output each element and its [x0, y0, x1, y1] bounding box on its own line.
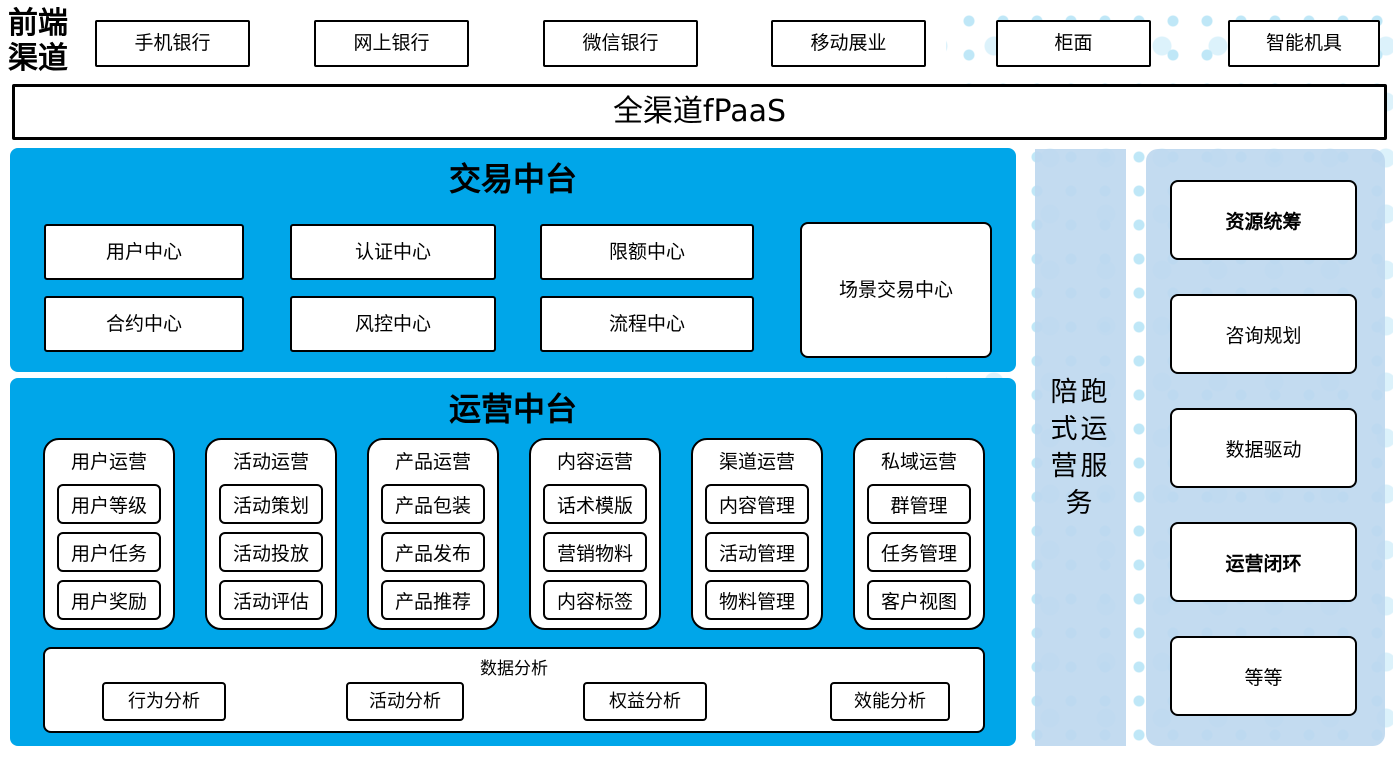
ops-group-product-operation: 产品运营 产品包装 产品发布 产品推荐: [367, 438, 499, 630]
center-box-auth: 认证中心: [290, 224, 496, 280]
ops-group-title: 渠道运营: [718, 451, 795, 473]
center-box-user: 用户中心: [44, 224, 244, 280]
analysis-item-efficiency: 效能分析: [830, 682, 950, 721]
service-panel: 资源统筹 咨询规划 数据驱动 运营闭环 等等: [1146, 149, 1385, 746]
ops-item: 客户视图: [867, 580, 971, 620]
channel-box-mobile-outreach: 移动展业: [771, 20, 926, 67]
accompany-service-label: 陪跑式运营服务: [1050, 376, 1111, 519]
ops-item: 内容标签: [543, 580, 647, 620]
ops-group-activity-operation: 活动运营 活动策划 活动投放 活动评估: [205, 438, 337, 630]
transaction-platform-title: 交易中台: [448, 160, 577, 198]
ops-item: 用户奖励: [57, 580, 161, 620]
ops-item: 活动策划: [219, 484, 323, 524]
ops-group-title: 活动运营: [232, 451, 309, 473]
analysis-item-activity: 活动分析: [346, 682, 464, 721]
ops-item: 用户任务: [57, 532, 161, 572]
service-box-consulting-planning: 咨询规划: [1170, 294, 1357, 374]
ops-item: 活动评估: [219, 580, 323, 620]
center-box-process: 流程中心: [540, 296, 754, 352]
front-channel-label: 前端渠道: [8, 6, 68, 76]
service-box-resource-coordination: 资源统筹: [1170, 180, 1357, 260]
analysis-item-equity: 权益分析: [583, 682, 707, 721]
ops-item: 活动管理: [705, 532, 809, 572]
ops-item: 话术模版: [543, 484, 647, 524]
ops-item: 营销物料: [543, 532, 647, 572]
ops-item: 群管理: [867, 484, 971, 524]
transaction-platform-panel: 交易中台 用户中心 认证中心 限额中心 合约中心 风控中心 流程中心 场景交易中…: [10, 148, 1016, 372]
service-box-data-driven: 数据驱动: [1170, 408, 1357, 488]
ops-item: 产品发布: [381, 532, 485, 572]
ops-item: 产品推荐: [381, 580, 485, 620]
center-box-limit: 限额中心: [540, 224, 754, 280]
ops-group-content-operation: 内容运营 话术模版 营销物料 内容标签: [529, 438, 661, 630]
channel-box-online-banking: 网上银行: [314, 20, 469, 67]
ops-item: 用户等级: [57, 484, 161, 524]
center-box-scenario-transaction: 场景交易中心: [800, 222, 992, 358]
ops-group-title: 内容运营: [556, 451, 633, 473]
fpaas-bar: 全渠道fPaaS: [12, 84, 1387, 140]
ops-item: 内容管理: [705, 484, 809, 524]
center-box-risk: 风控中心: [290, 296, 496, 352]
channel-box-smart-machines: 智能机具: [1228, 20, 1380, 67]
analysis-item-behavior: 行为分析: [102, 682, 226, 721]
data-analysis-box: 数据分析 行为分析 活动分析 权益分析 效能分析: [43, 647, 985, 733]
ops-group-channel-operation: 渠道运营 内容管理 活动管理 物料管理: [691, 438, 823, 630]
operation-platform-title: 运营中台: [448, 390, 577, 428]
channel-box-mobile-banking: 手机银行: [95, 20, 250, 67]
ops-group-title: 产品运营: [394, 451, 471, 473]
ops-item: 产品包装: [381, 484, 485, 524]
center-box-contract: 合约中心: [44, 296, 244, 352]
data-analysis-title: 数据分析: [480, 659, 548, 679]
accompany-service-strip: 陪跑式运营服务: [1035, 149, 1126, 746]
ops-group-user-operation: 用户运营 用户等级 用户任务 用户奖励: [43, 438, 175, 630]
operation-platform-panel: 运营中台 用户运营 用户等级 用户任务 用户奖励 活动运营 活动策划 活动投放 …: [10, 378, 1016, 746]
ops-item: 任务管理: [867, 532, 971, 572]
channel-box-counter: 柜面: [996, 20, 1151, 67]
channel-box-wechat-banking: 微信银行: [543, 20, 698, 67]
service-box-etc: 等等: [1170, 636, 1357, 716]
ops-item: 物料管理: [705, 580, 809, 620]
ops-group-title: 私域运营: [880, 451, 957, 473]
ops-group-private-domain-operation: 私域运营 群管理 任务管理 客户视图: [853, 438, 985, 630]
ops-item: 活动投放: [219, 532, 323, 572]
ops-group-title: 用户运营: [70, 451, 147, 473]
service-box-operation-closed-loop: 运营闭环: [1170, 522, 1357, 602]
